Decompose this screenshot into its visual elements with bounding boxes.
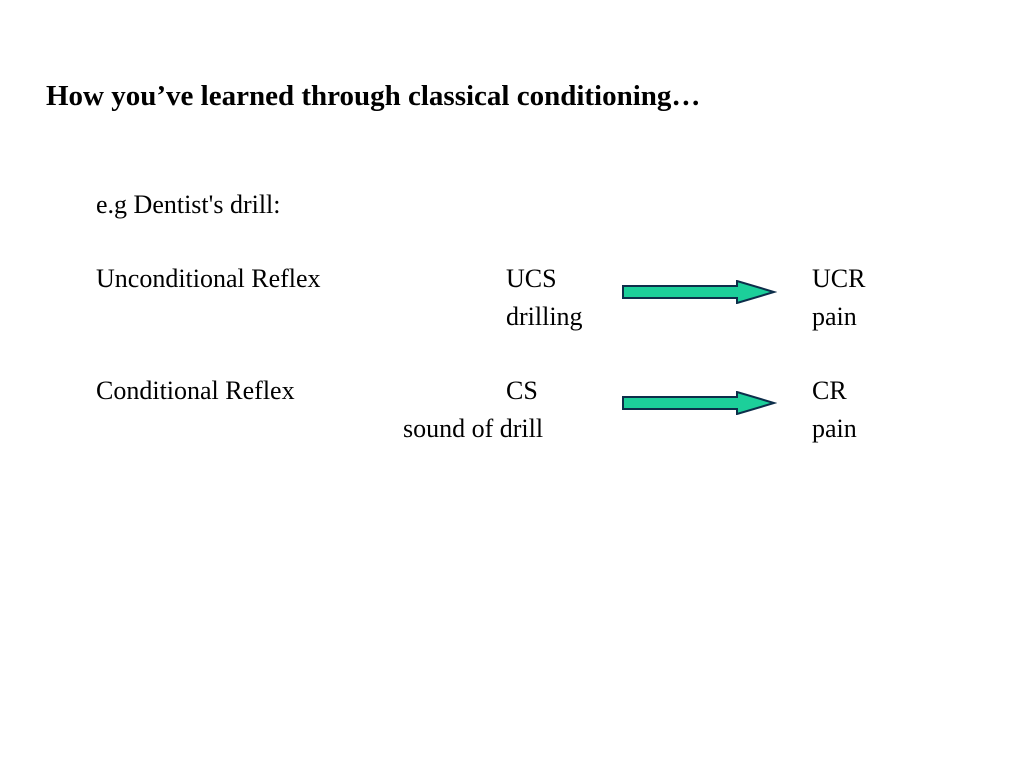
example-label: e.g Dentist's drill: — [96, 190, 281, 219]
reflex-label-unconditional: Unconditional Reflex — [96, 264, 321, 293]
right-arrow-icon — [622, 391, 777, 415]
stimulus-desc-drilling: drilling — [506, 302, 583, 331]
response-abbr-ucr: UCR — [812, 264, 866, 293]
stimulus-desc-sound-of-drill: sound of drill — [403, 414, 544, 443]
reflex-label-conditional: Conditional Reflex — [96, 376, 295, 405]
response-abbr-cr: CR — [812, 376, 847, 405]
stimulus-abbr-cs: CS — [506, 376, 538, 405]
response-desc-pain-1: pain — [812, 302, 857, 331]
response-desc-pain-2: pain — [812, 414, 857, 443]
slide-title: How you’ve learned through classical con… — [46, 80, 701, 112]
right-arrow-icon — [622, 280, 777, 304]
stimulus-abbr-ucs: UCS — [506, 264, 557, 293]
